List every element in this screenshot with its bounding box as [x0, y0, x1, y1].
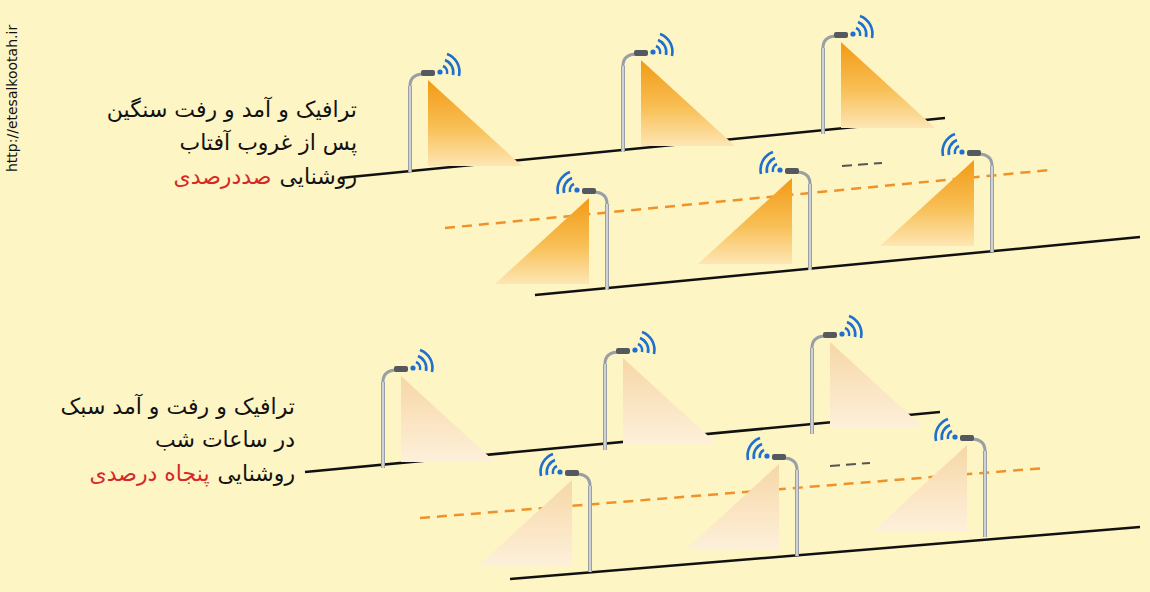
caption-line: ترافیک و آمد و رفت سنگین	[107, 96, 357, 125]
watermark: http://etesalkootah.ir	[4, 25, 21, 172]
caption-line: پس از غروب آفتاب	[179, 129, 357, 158]
brightness-word: روشنایی	[280, 163, 357, 192]
caption-line: در ساعات شب	[155, 426, 295, 455]
brightness-line: روشنایی صددرصدی	[173, 163, 357, 192]
brightness-value: پنجاه درصدی	[89, 460, 209, 489]
brightness-line: روشنایی پنجاه درصدی	[89, 460, 295, 489]
brightness-word: روشنایی	[218, 460, 295, 489]
brightness-value: صددرصدی	[173, 163, 271, 192]
caption-line: ترافیک و رفت و آمد سبک	[61, 393, 295, 422]
